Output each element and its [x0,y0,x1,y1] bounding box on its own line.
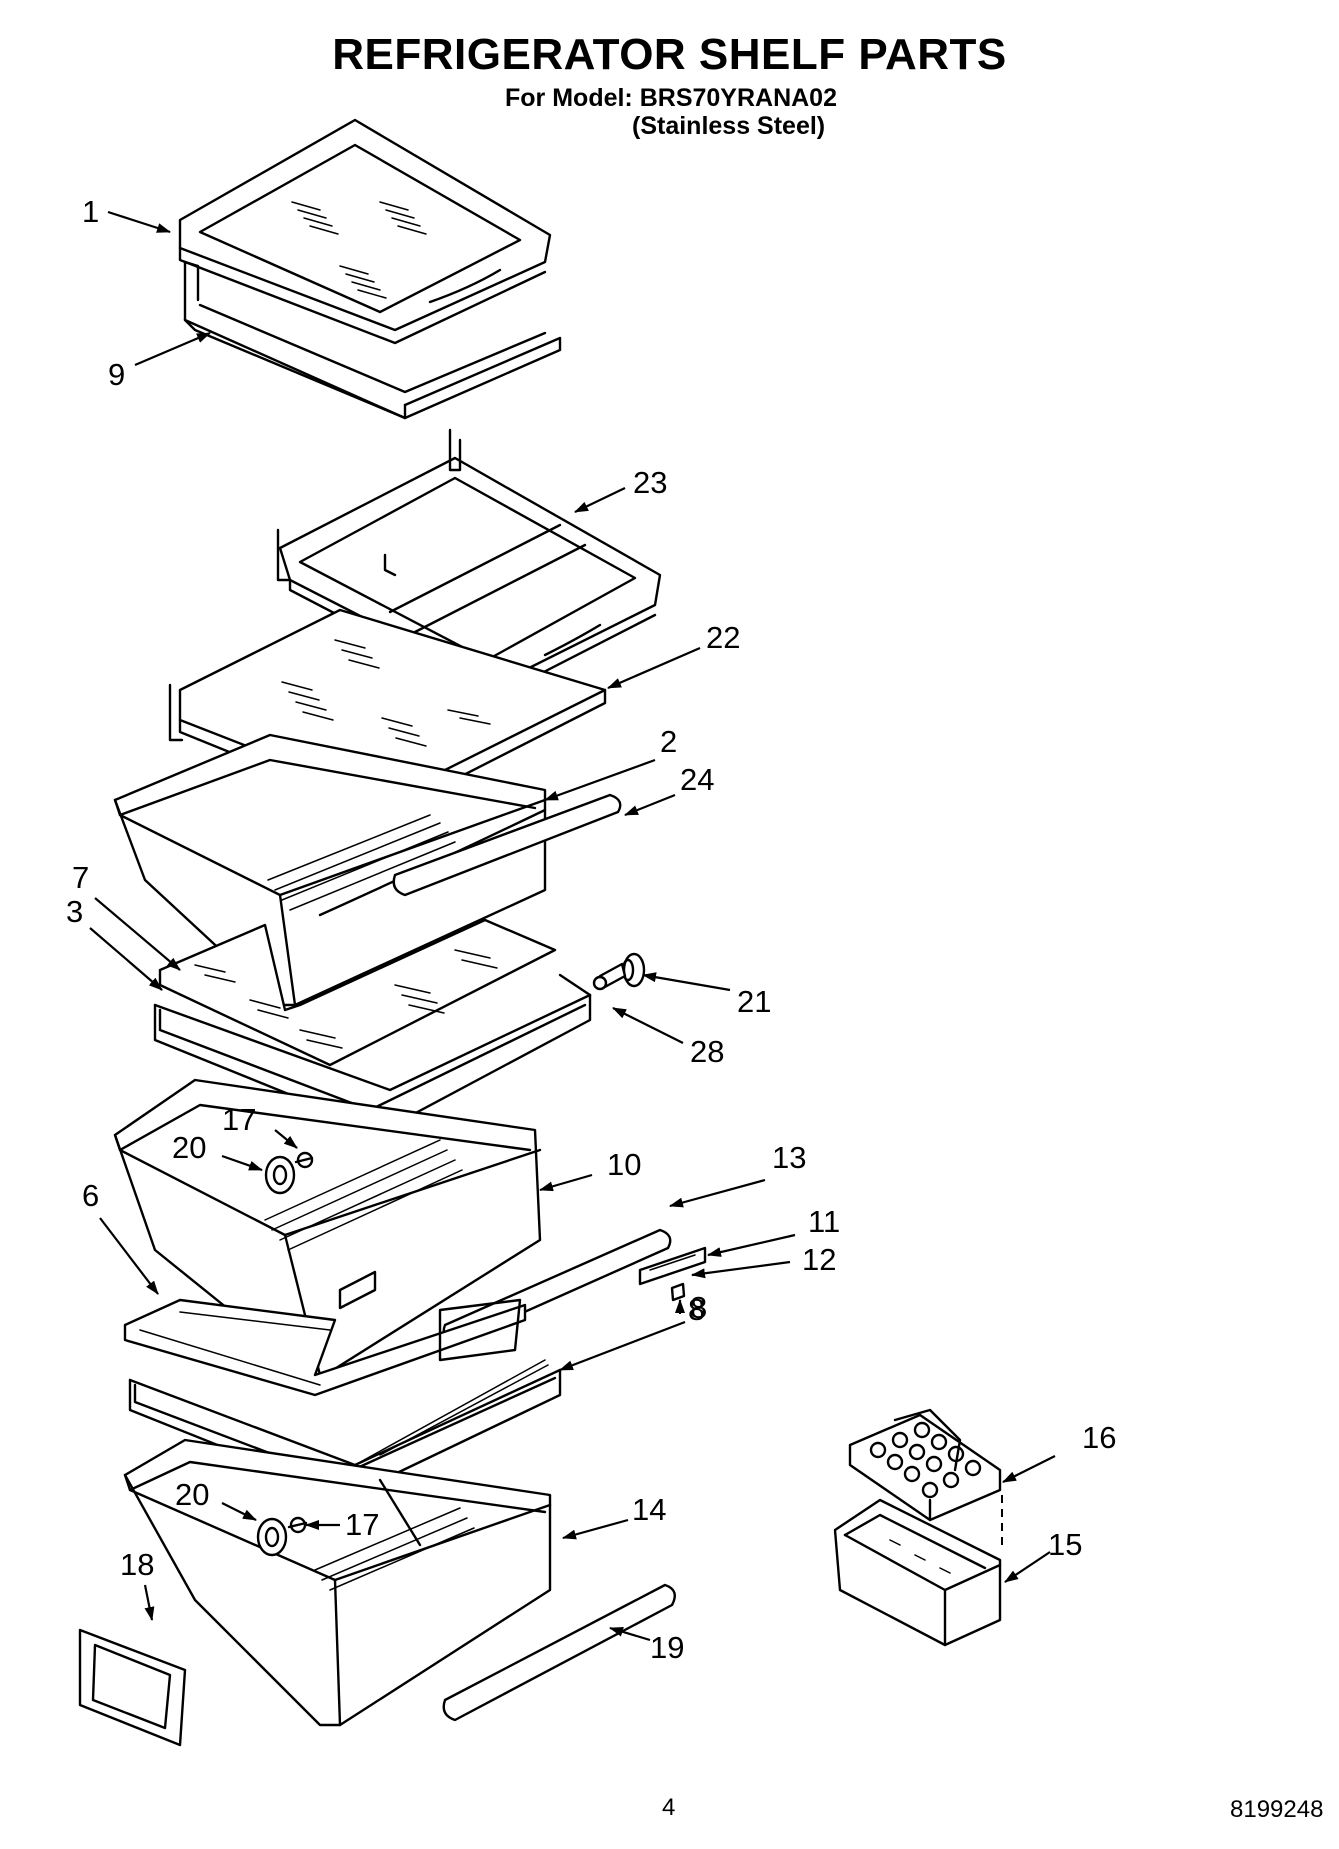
callout-14: 14 [632,1492,666,1527]
callout-3: 3 [66,894,83,929]
part-14-crisper-drawer [123,1438,552,1727]
document-number: 8199248 [1230,1796,1324,1823]
callout-15: 15 [1048,1527,1082,1562]
part-2-crisper-drawer [113,733,547,1007]
callout-28: 28 [690,1034,724,1069]
callout-17-lower: 17 [345,1507,379,1542]
callout-10: 10 [607,1147,641,1182]
leader-arrows [89,210,1056,1642]
part-6-glass-shelf [123,1298,527,1397]
callout-7: 7 [72,860,89,895]
callout-2: 2 [660,724,677,759]
part-23-shelf-frame [276,428,662,699]
part-24-trim-strip [392,793,622,897]
callout-19: 19 [650,1630,684,1665]
callout-20-lower: 20 [175,1477,209,1512]
callout-13: 13 [772,1140,806,1175]
part-16-egg-tray [848,1408,1002,1522]
part-17-screw [294,1151,314,1169]
callout-18: 18 [120,1547,154,1582]
callout-17-upper: 17 [222,1102,256,1137]
callout-8-frame: 8 [688,1292,705,1327]
part-1-glass-shelf [178,118,552,345]
model-line: For Model: BRS70YRANA02 [505,84,837,112]
part-15-egg-bin [833,1498,1002,1647]
part-17-screw-lower [287,1516,308,1534]
callout-24: 24 [680,762,714,797]
page-title: REFRIGERATOR SHELF PARTS [332,30,1007,79]
part-20-roller-lower [256,1517,288,1557]
part-7-glass-cover [158,918,557,1067]
callout-12: 12 [802,1242,836,1277]
part-19-trim-strip [442,1583,676,1722]
part-18-label [78,1628,187,1747]
part-11-label-holder [638,1246,707,1286]
callout-20-upper: 20 [172,1130,206,1165]
part-20-roller [264,1155,296,1195]
callout-8-clip: 8 [690,1290,707,1325]
part-12-clip [670,1282,686,1302]
callout-6: 6 [82,1178,99,1213]
callout-23: 23 [633,465,667,500]
callout-11: 11 [808,1204,840,1239]
part-9-shelf-frame [183,260,562,420]
callout-9: 9 [108,357,125,392]
callout-22: 22 [706,620,740,655]
part-28-screw [592,962,627,991]
callout-1: 1 [82,194,99,229]
callout-labels: 1 9 23 22 2 24 7 3 21 28 17 20 10 13 11 … [66,194,1116,1665]
part-10-crisper-drawer [113,1078,542,1377]
callout-21: 21 [737,984,771,1019]
page-number: 4 [662,1794,676,1821]
variant-line: (Stainless Steel) [632,112,826,140]
callout-16: 16 [1082,1420,1116,1455]
part-21-roller [621,952,646,988]
